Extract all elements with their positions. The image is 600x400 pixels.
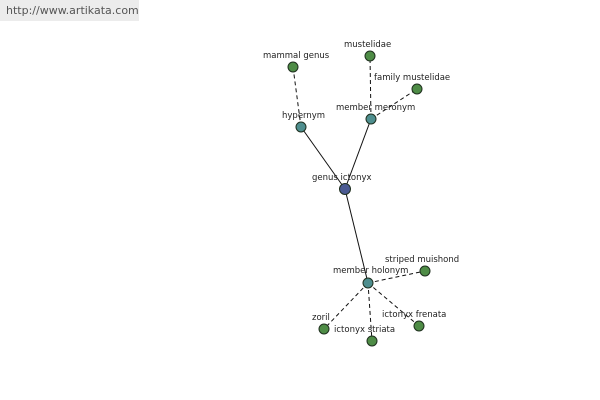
edge-member-holonym-to-striped-muishond: [367, 270, 426, 284]
node-label-family-mustelidae[interactable]: family mustelidae: [374, 73, 450, 83]
nodes-layer: [287, 50, 431, 347]
edge-member-meronym-to-mustelidae: [369, 55, 372, 120]
edge-genus-ictonyx-to-member-meronym: [344, 118, 372, 190]
node-member-meronym[interactable]: [365, 113, 377, 125]
node-genus-ictonyx[interactable]: [339, 183, 351, 195]
node-striped-muishond[interactable]: [419, 265, 431, 277]
node-label-member-meronym[interactable]: member meronym: [336, 103, 415, 113]
edge-hypernym-to-mammal-genus: [292, 66, 302, 128]
node-mustelidae[interactable]: [364, 50, 376, 62]
edge-member-holonym-to-zoril: [323, 282, 369, 330]
node-hypernym[interactable]: [295, 121, 307, 133]
node-family-mustelidae[interactable]: [411, 83, 423, 95]
edges-layer: [292, 55, 426, 342]
edge-genus-ictonyx-to-member-holonym: [344, 188, 369, 284]
node-mammal-genus[interactable]: [287, 61, 299, 73]
source-url[interactable]: http://www.artikata.com: [0, 0, 139, 21]
edge-member-holonym-to-ictonyx-striata: [367, 282, 373, 342]
node-label-hypernym[interactable]: hypernym: [282, 111, 325, 121]
node-label-ictonyx-frenata[interactable]: ictonyx frenata: [382, 310, 446, 320]
node-label-mammal-genus[interactable]: mammal genus: [263, 51, 330, 61]
node-zoril[interactable]: [318, 323, 330, 335]
node-label-striped-muishond[interactable]: striped muishond: [385, 255, 459, 265]
labels-layer: genus ictonyx hypernym member meronym membe…: [263, 40, 459, 335]
node-ictonyx-striata[interactable]: [366, 335, 378, 347]
node-ictonyx-frenata[interactable]: [413, 320, 425, 332]
edge-member-meronym-to-family-mustelidae: [370, 88, 418, 120]
node-member-holonym[interactable]: [362, 277, 374, 289]
node-label-member-holonym[interactable]: member holonym: [333, 266, 408, 276]
node-label-ictonyx-striata[interactable]: ictonyx striata: [334, 325, 395, 335]
node-label-mustelidae[interactable]: mustelidae: [344, 40, 391, 50]
node-label-zoril[interactable]: zoril: [312, 313, 330, 323]
edge-genus-ictonyx-to-hypernym: [300, 126, 346, 190]
node-label-genus-ictonyx[interactable]: genus ictonyx: [312, 173, 372, 183]
